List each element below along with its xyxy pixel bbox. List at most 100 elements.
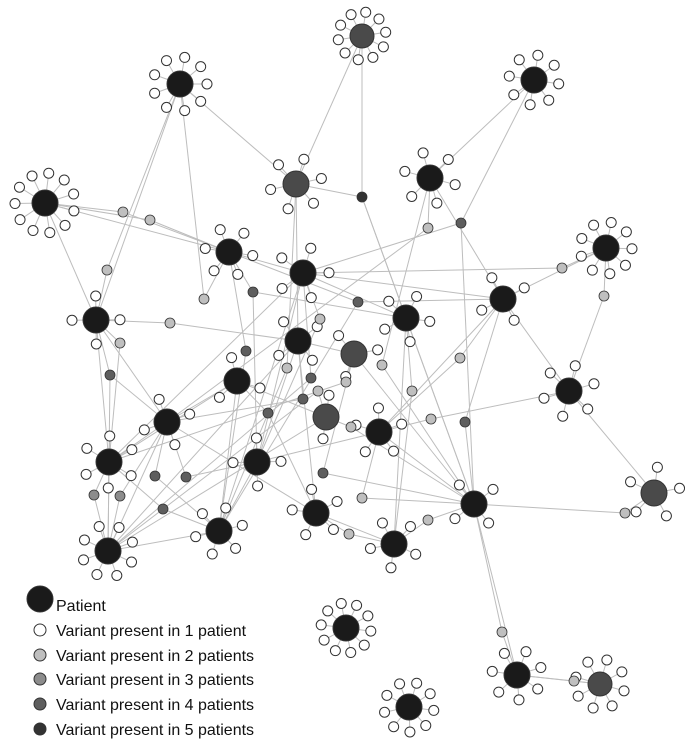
variant-node-4-patients: [459, 416, 471, 428]
variant-node-1-patient: [232, 268, 244, 280]
variant-node-2-patients: [376, 359, 388, 371]
patient-node: [95, 448, 123, 476]
variant-node-1-patient: [359, 446, 371, 458]
variant-node-1-patient: [498, 647, 510, 659]
variant-node-1-patient: [276, 252, 288, 264]
variant-node-1-patient: [372, 402, 384, 414]
variant-node-1-patient: [169, 439, 181, 451]
variant-node-1-patient: [90, 290, 102, 302]
variant-node-1-patient: [254, 382, 266, 394]
variant-edge: [218, 301, 359, 532]
variant-node-1-patient: [618, 685, 630, 697]
variant-node-1-patient: [305, 292, 317, 304]
network-edge: [315, 512, 395, 545]
patient-node: [640, 479, 668, 507]
network-edge: [95, 319, 168, 423]
variant-node-1-patient: [404, 336, 416, 348]
variant-node-1-patient: [362, 610, 374, 622]
variant-edge: [568, 295, 605, 392]
variant-node-1-patient: [513, 54, 525, 66]
patient-node: [153, 408, 181, 436]
variant-node-4-patients: [149, 470, 161, 482]
variant-node-1-patient: [630, 506, 642, 518]
variant-node-1-patient: [331, 495, 343, 507]
variant-node-1-patient: [26, 170, 38, 182]
variant-node-1-patient: [601, 654, 613, 666]
variant-node-2-patients: [568, 675, 580, 687]
legend-symbol-variant-5: [33, 722, 47, 736]
variant-node-1-patient: [588, 219, 600, 231]
variant-node-1-patient: [606, 700, 618, 712]
variant-node-1-patient: [410, 548, 422, 560]
variant-node-1-patient: [625, 476, 637, 488]
variant-node-2-patients: [356, 492, 368, 504]
patient-node: [349, 23, 375, 49]
patient-node: [205, 517, 233, 545]
variant-node-1-patient: [126, 556, 138, 568]
variant-node-1-patient: [358, 639, 370, 651]
variant-node-1-patient: [569, 360, 581, 372]
variant-node-1-patient: [605, 217, 617, 229]
patient-layer: [31, 23, 668, 721]
legend-item-variant-1: Variant present in 1 patient: [33, 623, 247, 640]
variant-edge: [361, 497, 475, 505]
variant-node-1-patient: [424, 688, 436, 700]
variant-edge: [378, 357, 461, 433]
variant-node-1-patient: [329, 645, 341, 657]
variant-node-1-patient: [149, 69, 161, 81]
variant-node-1-patient: [214, 224, 226, 236]
variant-node-1-patient: [582, 656, 594, 668]
legend-item-variant-3: Variant present in 3 patients: [33, 672, 254, 689]
variant-node-1-patient: [449, 513, 461, 525]
network-edge: [218, 272, 304, 532]
variant-node-1-patient: [213, 391, 225, 403]
variant-node-1-patient: [520, 646, 532, 658]
variant-node-1-patient: [179, 105, 191, 117]
variant-node-1-patient: [68, 188, 80, 200]
variant-node-2-patients: [114, 337, 126, 349]
variant-node-1-patient: [161, 101, 172, 113]
variant-node-1-patient: [104, 430, 116, 442]
variant-node-1-patient: [275, 455, 287, 467]
variant-node-1-patient: [298, 153, 310, 165]
variant-node-1-patient: [394, 678, 406, 690]
variant-node-1-patient: [660, 510, 672, 522]
variant-node-1-patient: [364, 542, 376, 554]
patient-node: [587, 671, 613, 697]
variant-node-1-patient: [404, 726, 416, 738]
variant-node-2-patients: [556, 262, 568, 274]
variant-node-1-patient: [286, 504, 298, 516]
patient-node: [166, 70, 194, 98]
variant-node-1-patient: [404, 521, 416, 533]
variant-node-1-patient: [190, 531, 202, 543]
variant-node-1-patient: [587, 702, 599, 714]
variant-node-1-patient: [195, 61, 207, 73]
variant-node-1-patient: [383, 295, 395, 307]
variant-edge: [322, 472, 475, 505]
variant-node-1-patient: [335, 19, 347, 31]
variant-node-1-patient: [604, 268, 616, 280]
variant-node-1-patient: [376, 517, 388, 529]
network-edge: [516, 674, 601, 685]
variant-node-1-patient: [195, 95, 207, 107]
variant-edge: [460, 79, 535, 224]
variant-node-1-patient: [503, 70, 515, 82]
shared-variant-layer: [88, 191, 631, 687]
patient-node: [332, 614, 360, 642]
variant-node-1-patient: [367, 51, 379, 63]
patient-node: [243, 448, 271, 476]
variant-edge: [473, 503, 626, 514]
network-edge: [405, 317, 475, 505]
variant-node-1-patient: [230, 542, 242, 554]
variant-edge: [119, 421, 168, 497]
variant-node-1-patient: [317, 433, 329, 445]
variant-node-1-patient: [572, 690, 584, 702]
variant-node-1-patient: [68, 205, 80, 217]
variant-node-1-patient: [442, 154, 454, 166]
network-edge: [256, 272, 304, 463]
variant-node-1-patient: [161, 55, 172, 67]
variant-node-1-patient: [126, 536, 138, 548]
network-edge: [95, 83, 181, 321]
variant-node-1-patient: [44, 227, 56, 239]
